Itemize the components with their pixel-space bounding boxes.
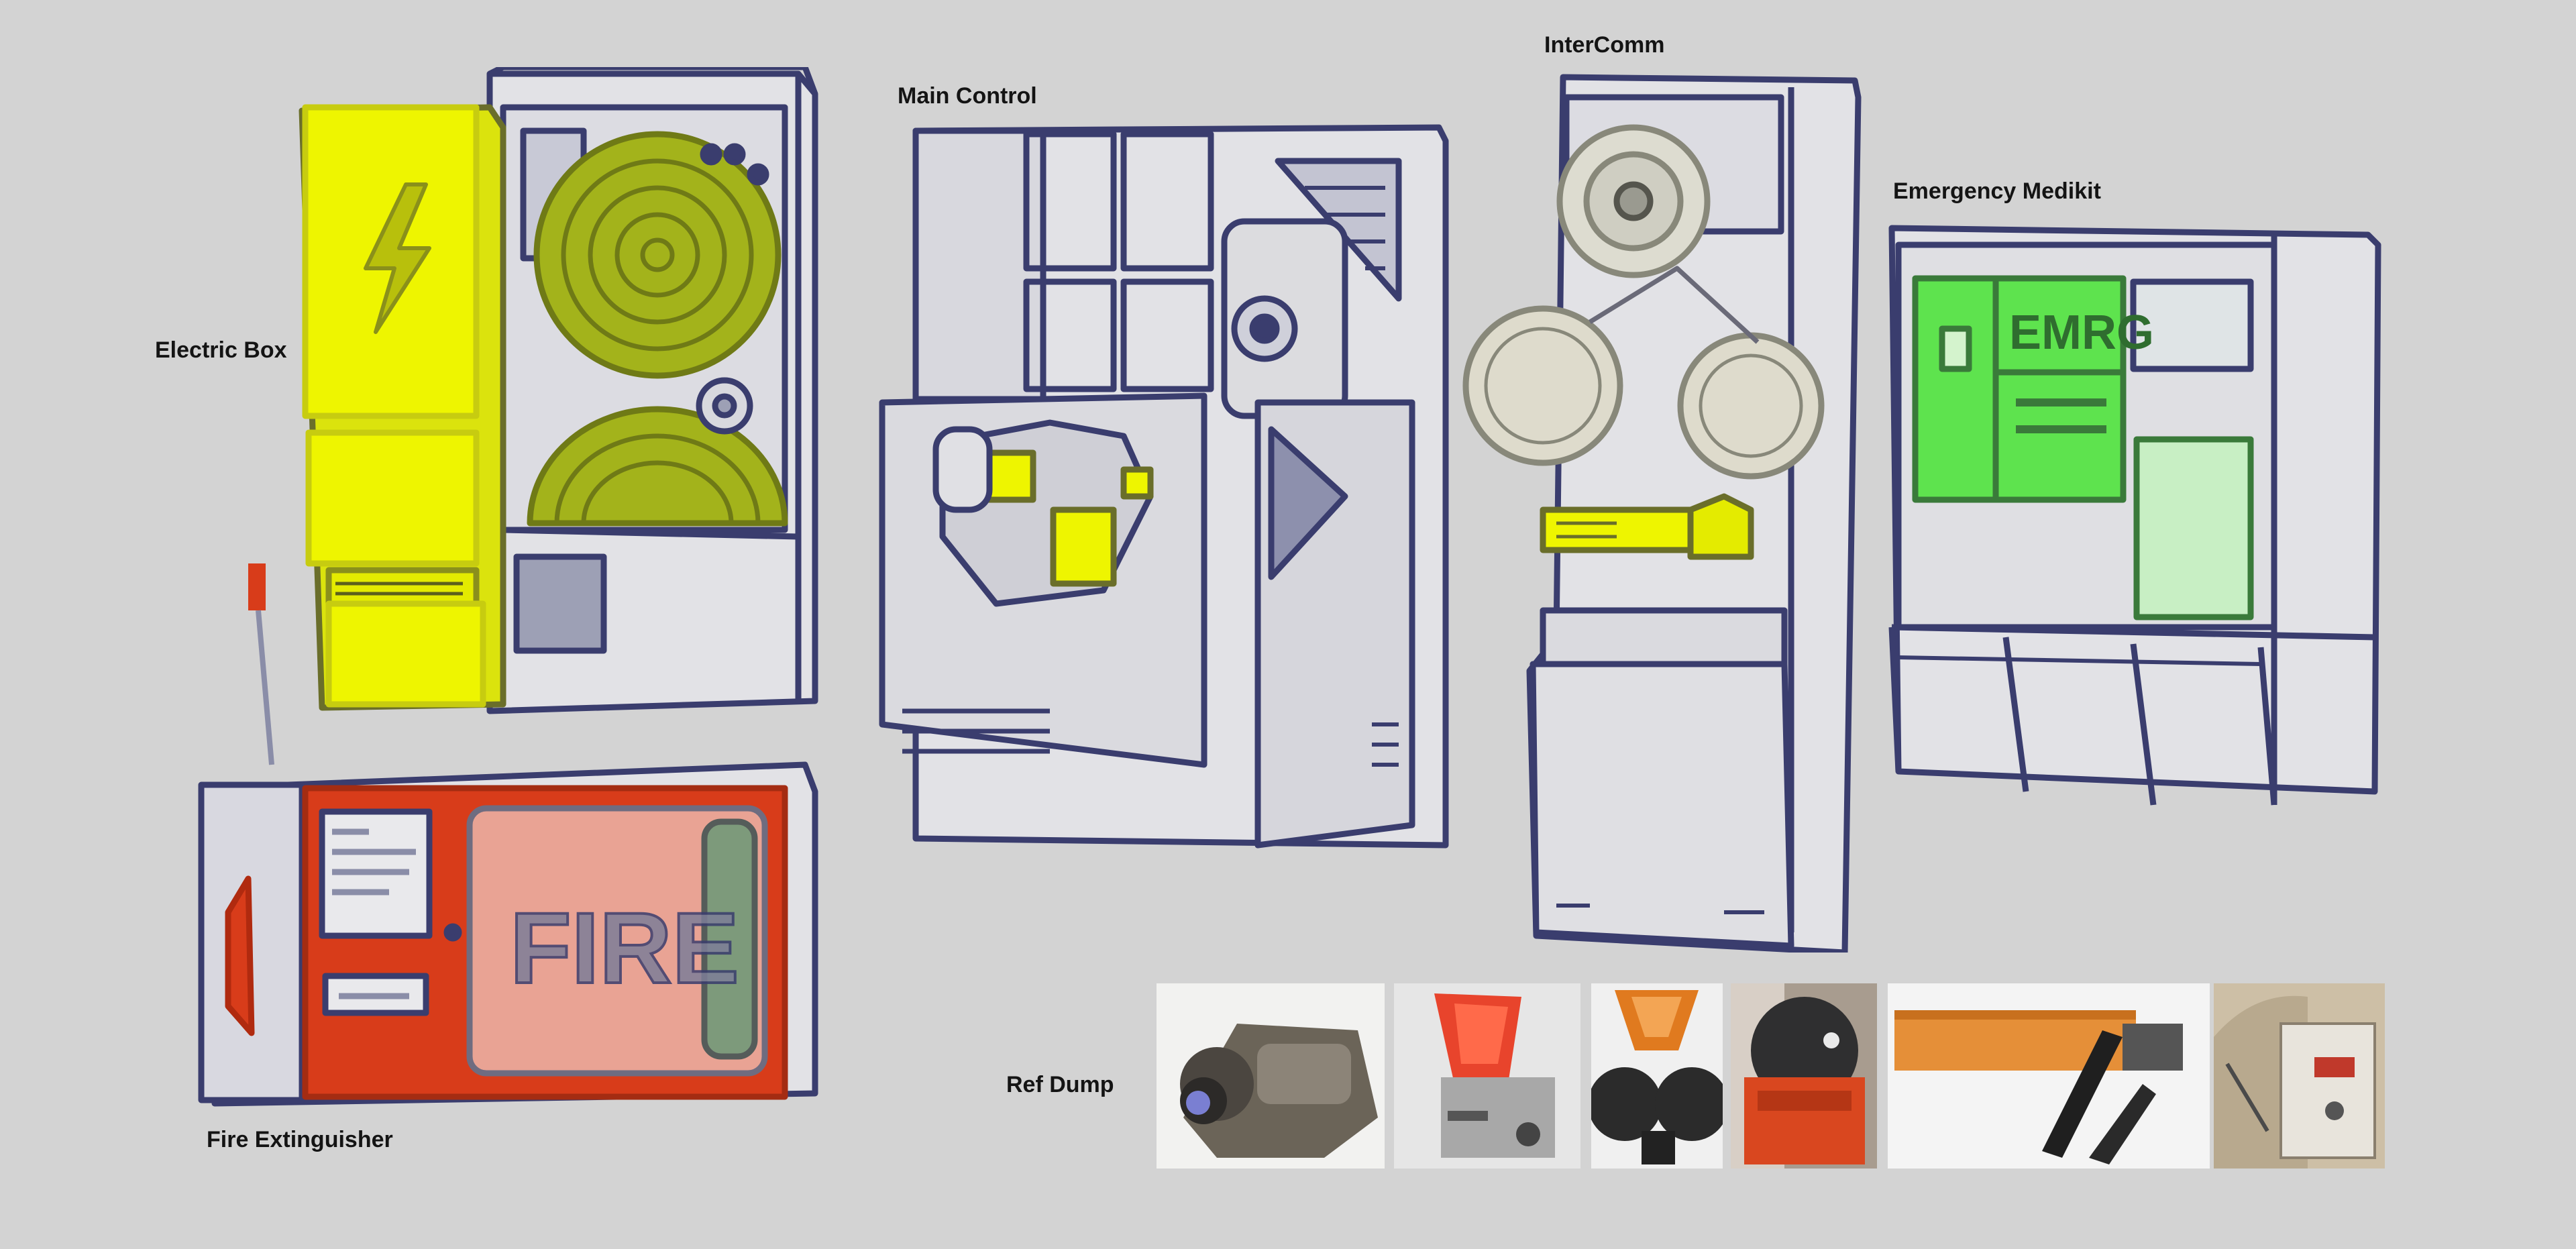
reference-image-3 bbox=[1591, 983, 1723, 1169]
reference-image-4 bbox=[1731, 983, 1877, 1169]
reference-image-2 bbox=[1394, 983, 1580, 1169]
reference-image-6 bbox=[2214, 983, 2385, 1169]
reference-image-5 bbox=[1888, 983, 2210, 1169]
intercomm-illustration bbox=[1456, 67, 1865, 953]
main-control-illustration bbox=[862, 121, 1452, 859]
main-control-label: Main Control bbox=[898, 83, 1037, 109]
ref-dump-label: Ref Dump bbox=[1006, 1072, 1114, 1097]
electric-box-label: Electric Box bbox=[155, 337, 287, 363]
reference-image-1 bbox=[1157, 983, 1385, 1169]
fire-panel-text: FIRE bbox=[510, 891, 739, 1004]
emergency-medikit-illustration: EMRG bbox=[1885, 215, 2381, 818]
emergency-medikit-label: Emergency Medikit bbox=[1893, 178, 2101, 204]
medikit-panel-text: EMRG bbox=[2009, 306, 2154, 360]
fire-extinguisher-illustration: FIRE bbox=[188, 563, 825, 1120]
fire-extinguisher-label: Fire Extinguisher bbox=[207, 1127, 393, 1152]
intercomm-label: InterComm bbox=[1544, 32, 1665, 58]
electric-box-illustration bbox=[288, 67, 818, 718]
